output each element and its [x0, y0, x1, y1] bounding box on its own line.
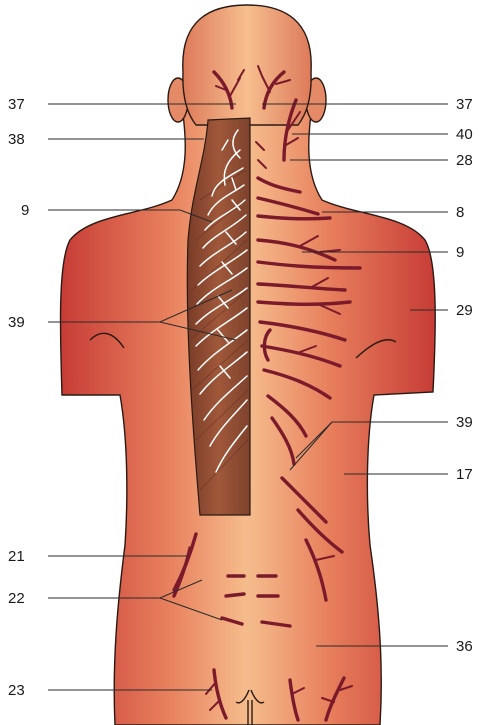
label-37-left: 37 [8, 96, 25, 113]
label-17: 17 [456, 466, 473, 483]
head [168, 5, 326, 125]
label-38: 38 [8, 131, 25, 148]
label-40: 40 [456, 126, 473, 143]
label-9-right: 9 [456, 244, 464, 261]
label-37-right: 37 [456, 96, 473, 113]
label-29: 29 [456, 302, 473, 319]
label-28: 28 [456, 152, 473, 169]
label-21: 21 [8, 548, 25, 565]
label-39-left: 39 [8, 314, 25, 331]
label-8: 8 [456, 204, 464, 221]
label-22: 22 [8, 590, 25, 607]
label-39-right: 39 [456, 414, 473, 431]
label-23: 23 [8, 682, 25, 699]
label-9-left: 9 [21, 202, 29, 219]
label-36: 36 [456, 638, 473, 655]
